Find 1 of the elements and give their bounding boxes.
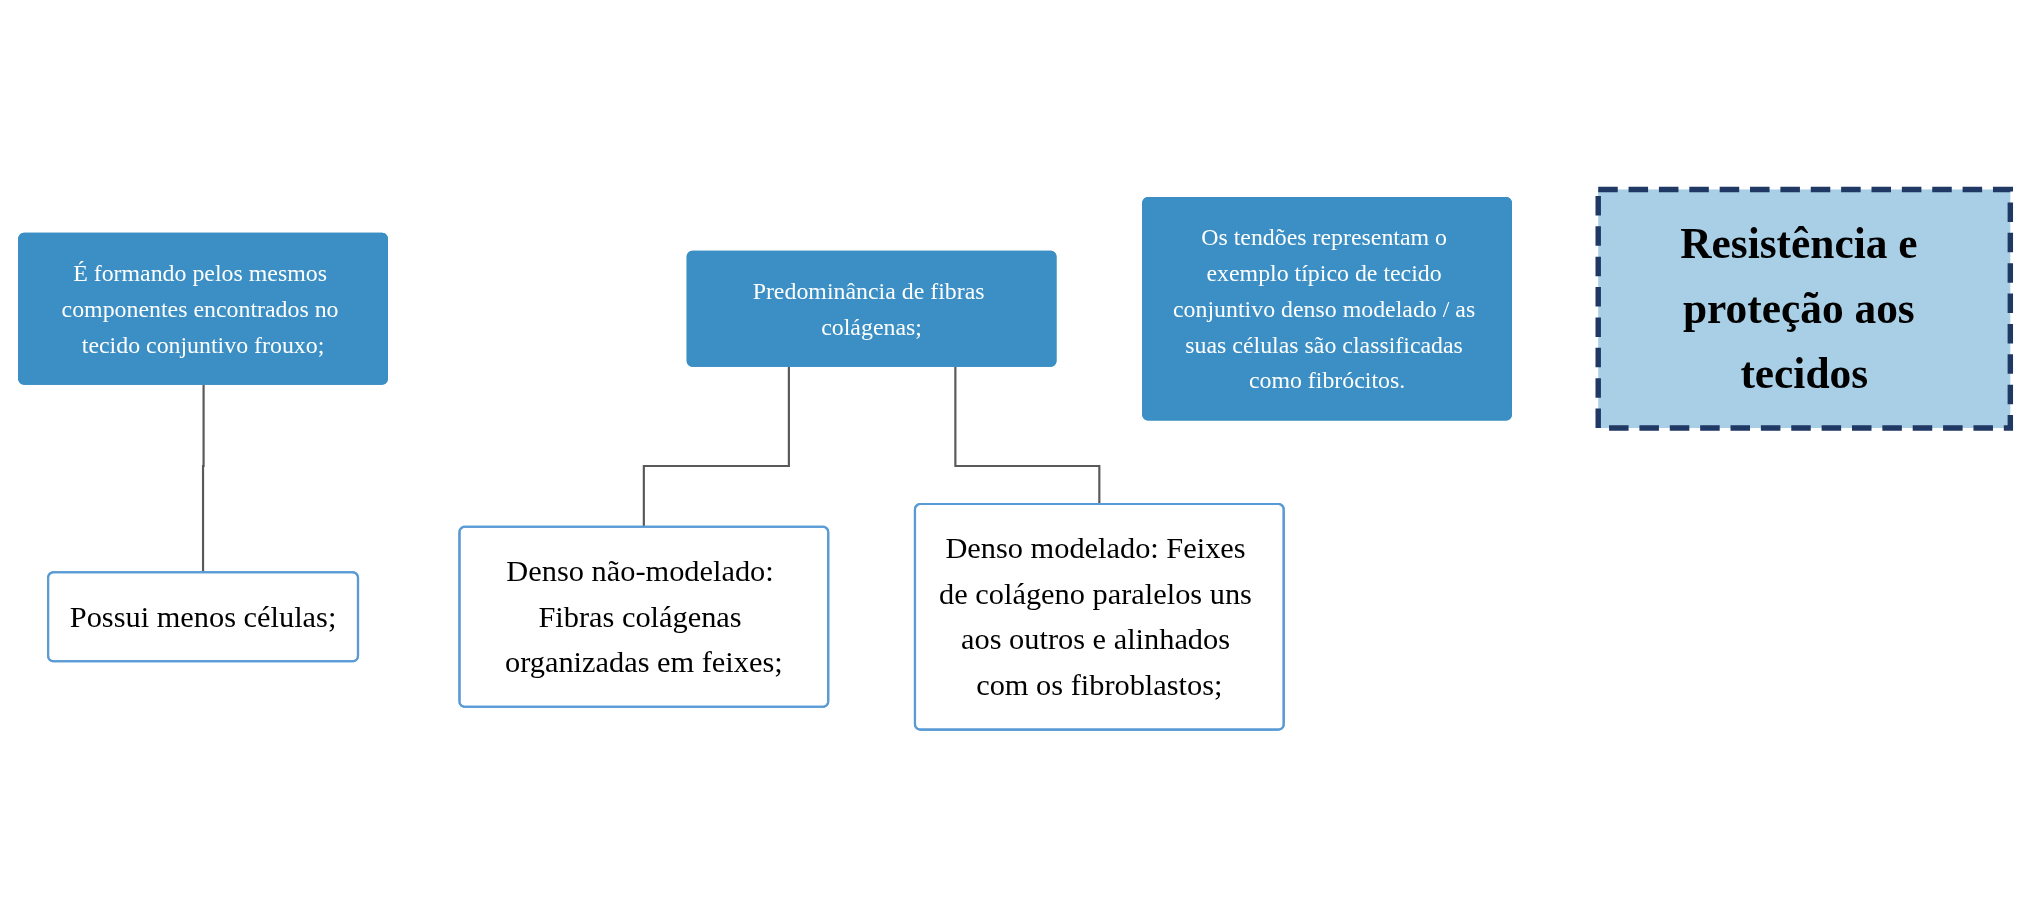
- node-box: Resistência e proteção aos tecidos: [1595, 186, 2014, 431]
